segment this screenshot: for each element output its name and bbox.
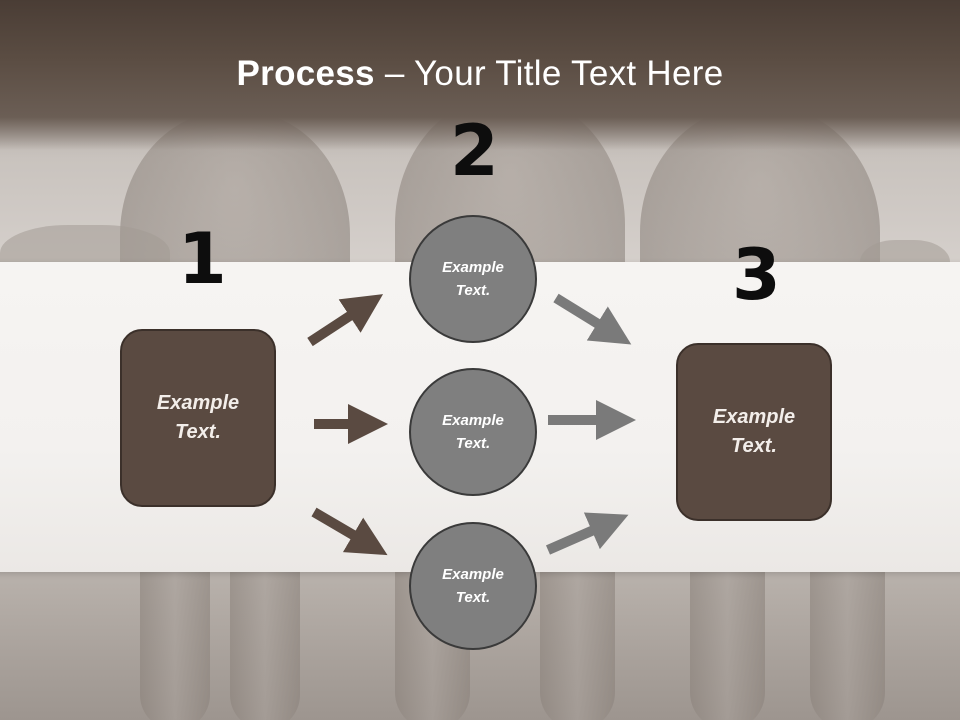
arrow-left-down (311, 507, 388, 556)
circle-bottom-label: Example Text. (442, 566, 504, 606)
step-number-1: 1 (178, 218, 227, 300)
left-box: Example Text. (120, 329, 276, 507)
arrow-left-up (307, 294, 384, 347)
circle-top: Example Text. (409, 215, 537, 343)
title-rest: – Your Title Text Here (374, 54, 724, 93)
step-number-2: 2 (450, 110, 499, 192)
arrow-right-up (545, 512, 629, 555)
arrow-right-down (553, 293, 632, 345)
circle-bottom: Example Text. (409, 522, 537, 650)
circle-middle-label: Example Text. (442, 412, 504, 452)
title-bar (0, 0, 960, 150)
left-box-label: Example Text. (156, 392, 240, 443)
page-title: Process – Your Title Text Here (0, 54, 960, 94)
title-strong: Process (236, 54, 375, 93)
circle-top-label: Example Text. (442, 259, 504, 299)
right-box: Example Text. (676, 343, 832, 521)
circle-middle: Example Text. (409, 368, 537, 496)
step-number-3: 3 (732, 234, 781, 316)
right-box-label: Example Text. (712, 406, 796, 457)
